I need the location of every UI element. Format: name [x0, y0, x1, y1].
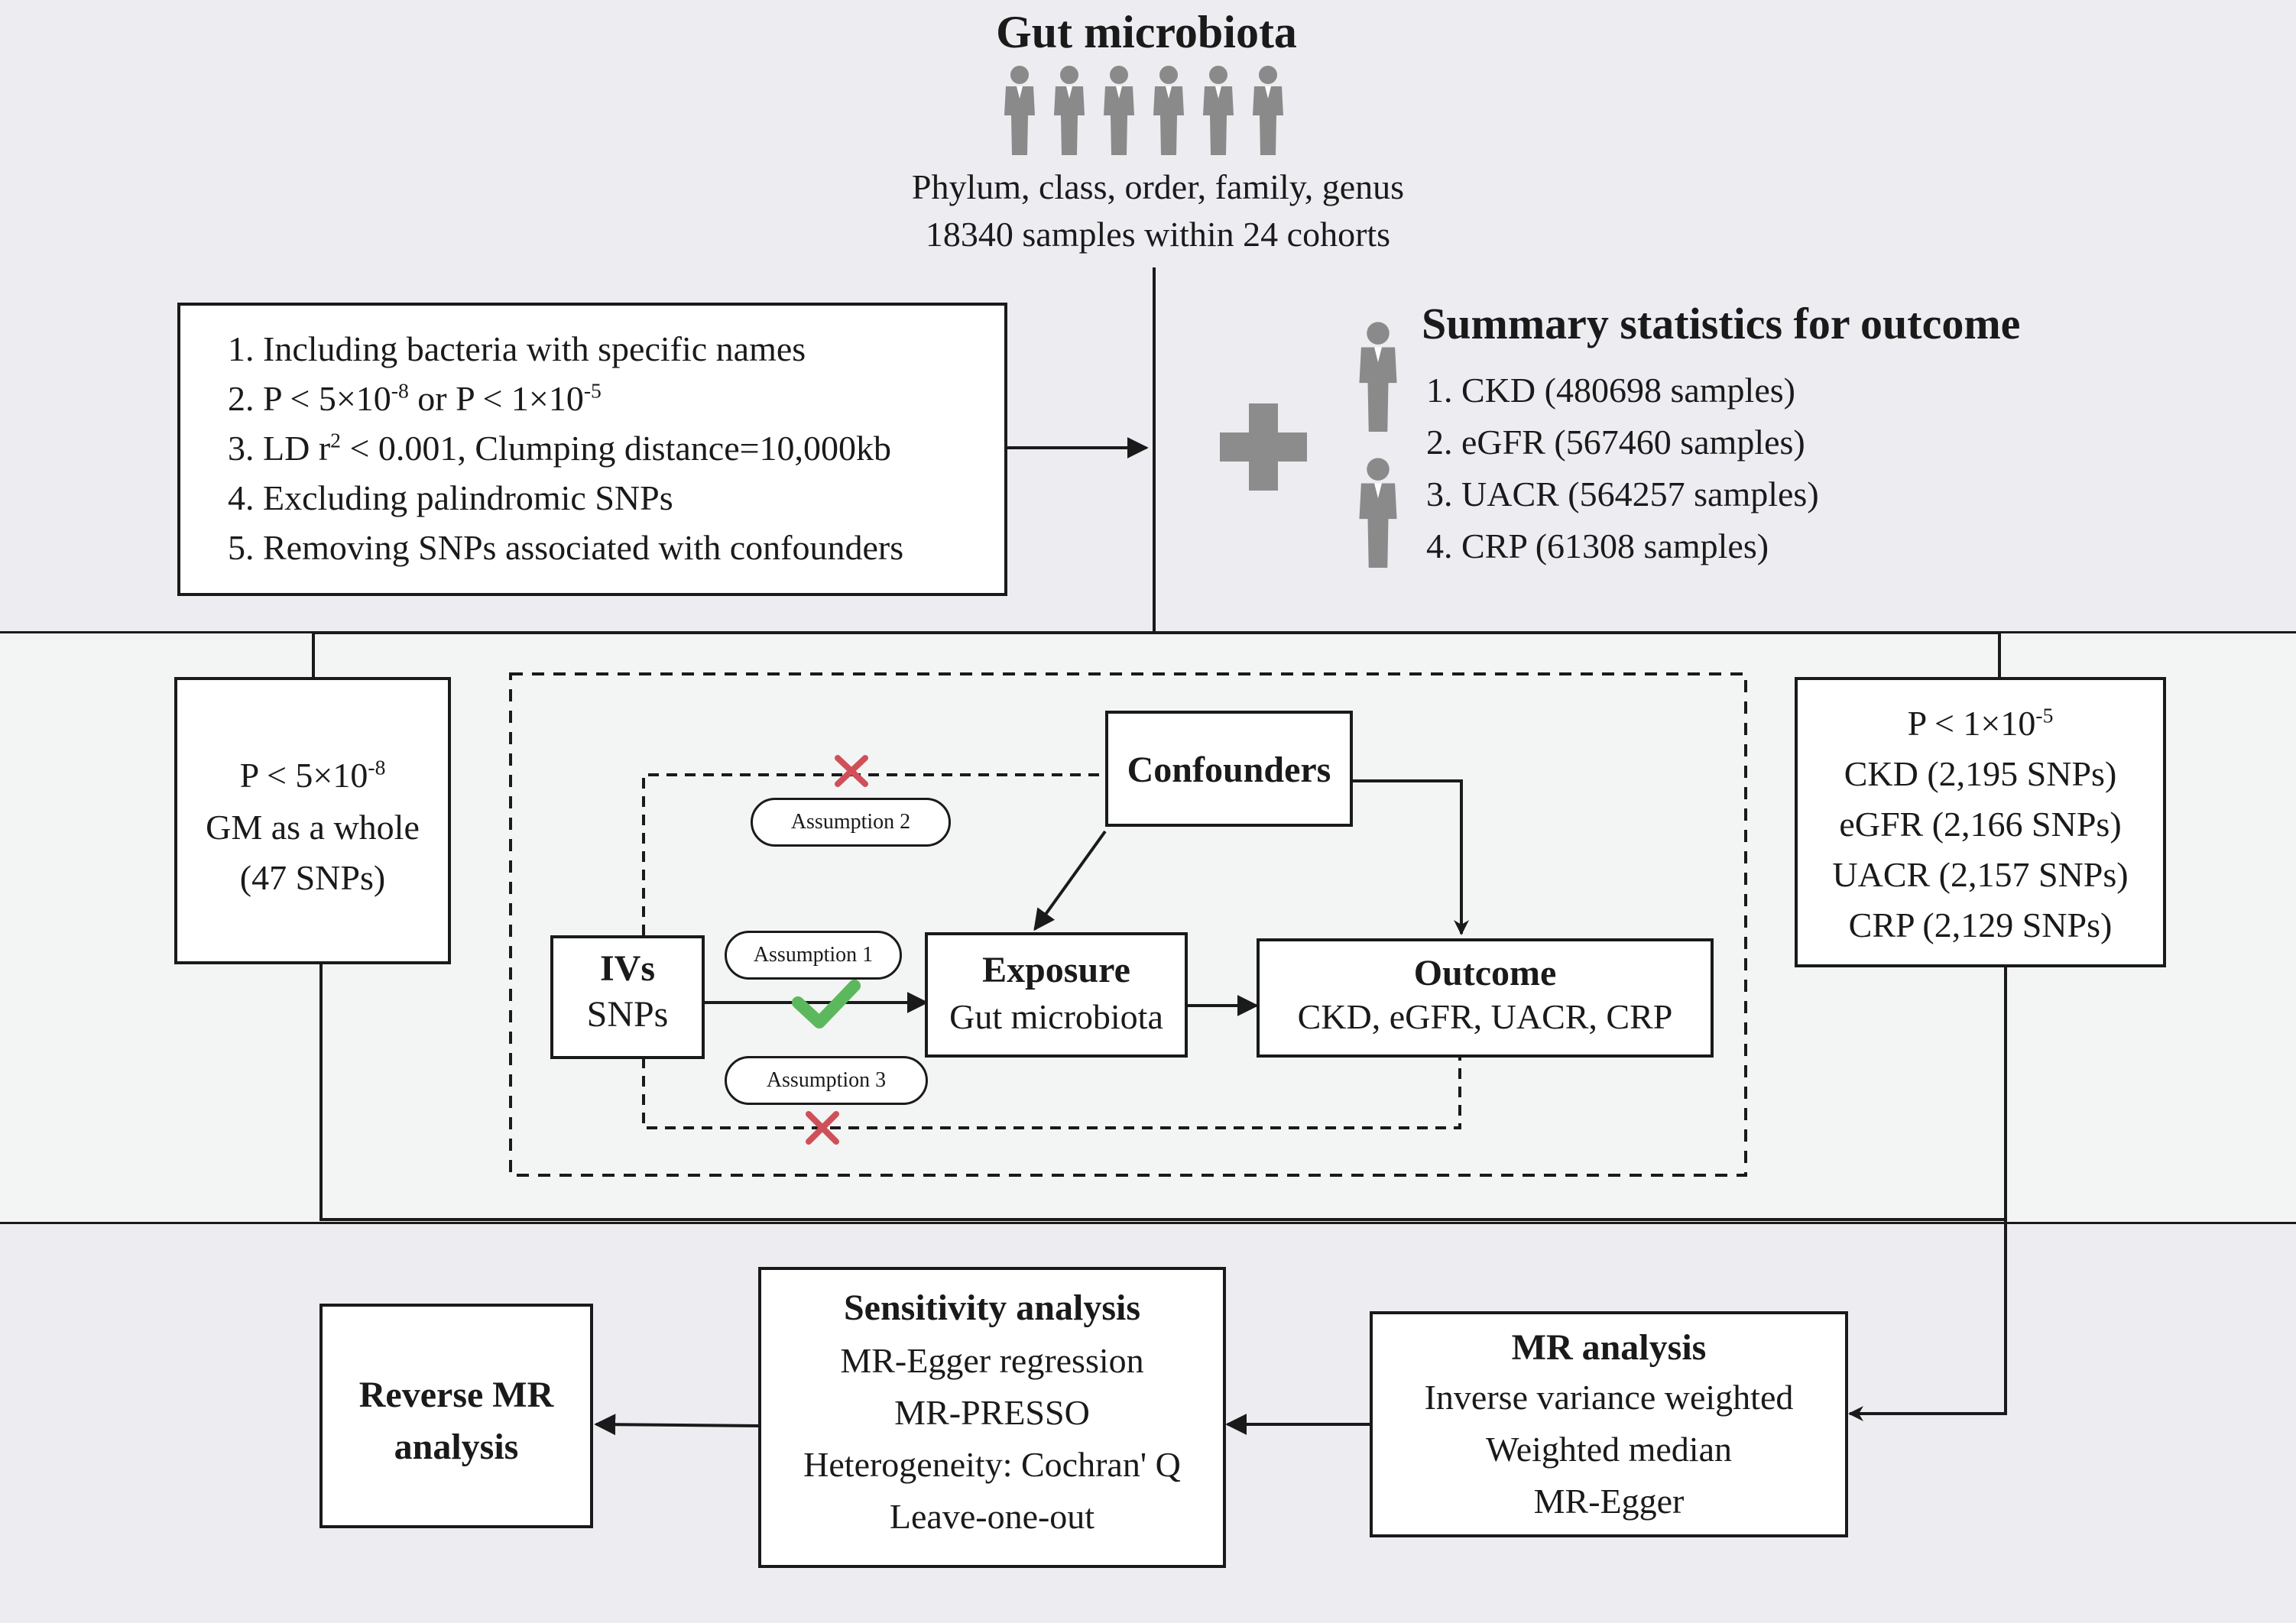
gut-title: Gut microbiota: [996, 7, 1297, 57]
ivs-box: IVs SNPs: [550, 935, 705, 1059]
assumptions-frame: [509, 672, 1747, 1177]
confounders-label: Confounders: [1127, 750, 1331, 790]
sensitivity-title: Sensitivity analysis: [843, 1288, 1141, 1328]
criteria-box: 1. Including bacteria with specific name…: [177, 303, 1007, 596]
assumption-1-pill: Assumption 1: [725, 931, 902, 980]
mr-method-egger: MR-Egger: [1533, 1482, 1685, 1521]
check-icon: [792, 980, 861, 1029]
outcome-title: Outcome: [1413, 953, 1557, 993]
gut-samples-text: 18340 samples within 24 cohorts: [925, 215, 1391, 254]
summary-item-1: 1. CKD (480698 samples): [1426, 371, 1795, 410]
threshold-5e-8-p: P < 5×10-8: [239, 755, 386, 795]
criteria-item-5: 5. Removing SNPs associated with confoun…: [228, 528, 904, 567]
spine-line: [1153, 267, 1156, 633]
assumption-3-pill: Assumption 3: [725, 1056, 928, 1105]
person-icon-bottom: [1359, 458, 1397, 568]
outcome-sub: CKD, eGFR, UACR, CRP: [1297, 997, 1673, 1036]
summary-title: Summary statistics for outcome: [1422, 299, 2021, 348]
cross-icon: [806, 1111, 839, 1145]
threshold-1e-5-ckd: CKD (2,195 SNPs): [1844, 754, 2117, 793]
confounders-to-outcome-arrow: [1353, 779, 1469, 935]
criteria-item-4: 4. Excluding palindromic SNPs: [228, 478, 673, 517]
gut-taxonomy-text: Phylum, class, order, family, genus: [911, 167, 1405, 206]
criteria-item-3: 3. LD r2 < 0.001, Clumping distance=10,0…: [228, 428, 892, 468]
reverse-line-1: Reverse MR: [358, 1375, 554, 1415]
mr-method-median: Weighted median: [1485, 1430, 1733, 1469]
cross-icon: [835, 755, 868, 787]
confounders-box: Confounders: [1105, 711, 1353, 827]
ivs-sub: SNPs: [586, 994, 669, 1035]
mr-analysis-box: MR analysis Inverse variance weighted We…: [1370, 1311, 1848, 1537]
criteria-item-1: 1. Including bacteria with specific name…: [228, 329, 806, 368]
ivs-outcome-dashed: [642, 1058, 1461, 1129]
outcome-box: Outcome CKD, eGFR, UACR, CRP: [1257, 938, 1714, 1058]
mr-title: MR analysis: [1511, 1327, 1707, 1368]
middle-frame: [312, 631, 2001, 677]
middle-frame-bottom: [319, 964, 2007, 1221]
threshold-1e-5-uacr: UACR (2,157 SNPs): [1832, 855, 2129, 894]
sensitivity-to-reverse-arrow: [594, 1414, 759, 1436]
threshold-1e-5-crp: CRP (2,129 SNPs): [1848, 905, 2113, 944]
confounders-to-exposure-arrow: [1033, 830, 1107, 931]
threshold-1e-5-p: P < 1×10-5: [1907, 703, 2054, 743]
mr-connector: [1848, 1220, 2007, 1421]
exposure-sub: Gut microbiota: [949, 997, 1163, 1036]
exposure-box: Exposure Gut microbiota: [925, 932, 1188, 1058]
sensitivity-egger: MR-Egger regression: [840, 1341, 1144, 1380]
criteria-item-2: 2. P < 5×10-8 or P < 1×10-5: [228, 378, 602, 418]
mr-method-ivw: Inverse variance weighted: [1424, 1378, 1794, 1417]
person-icon-top: [1359, 322, 1397, 432]
ivs-confounders-dashed: [642, 773, 1105, 935]
reverse-mr-box: Reverse MR analysis: [319, 1304, 593, 1528]
sensitivity-analysis-box: Sensitivity analysis MR-Egger regression…: [758, 1267, 1226, 1568]
threshold-1e-5-box: P < 1×10-5 CKD (2,195 SNPs) eGFR (2,166 …: [1795, 677, 2166, 967]
summary-item-3: 3. UACR (564257 samples): [1426, 475, 1819, 513]
threshold-5e-8-gm: GM as a whole: [206, 808, 420, 847]
sensitivity-presso: MR-PRESSO: [894, 1393, 1090, 1432]
ivs-title: IVs: [599, 948, 656, 989]
threshold-5e-8-box: P < 5×10-8 GM as a whole (47 SNPs): [174, 677, 451, 964]
threshold-1e-5-egfr: eGFR (2,166 SNPs): [1839, 805, 2122, 844]
threshold-5e-8-snps: (47 SNPs): [239, 858, 386, 897]
plus-icon: [1220, 403, 1307, 491]
summary-item-4: 4. CRP (61308 samples): [1426, 526, 1769, 565]
summary-item-2: 2. eGFR (567460 samples): [1426, 423, 1805, 462]
assumption-2-pill: Assumption 2: [751, 798, 951, 847]
sensitivity-heterogeneity: Heterogeneity: Cochran' Q: [803, 1445, 1181, 1484]
reverse-line-2: analysis: [394, 1427, 519, 1467]
exposure-title: Exposure: [982, 950, 1130, 990]
sensitivity-loo: Leave-one-out: [889, 1497, 1095, 1536]
